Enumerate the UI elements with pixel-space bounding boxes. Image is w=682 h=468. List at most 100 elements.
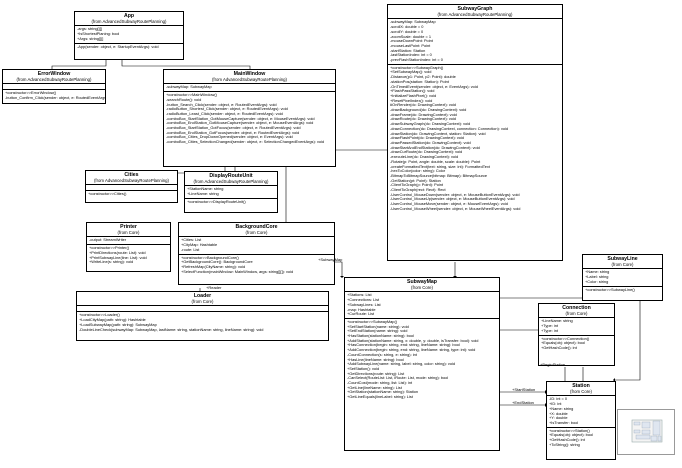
class-attribute: -scrollY: double = 0 xyxy=(390,28,424,34)
class-attribute: -output: StreamWriter xyxy=(89,237,127,243)
class-attribute: -subwayMap: SubwayMap xyxy=(390,19,436,25)
class-name: MainWindow xyxy=(233,71,266,77)
class-header: Cities(from AdvancedSubwayRoutePlanning) xyxy=(86,171,177,186)
class-attribute: -lastStationIndex: int = 0 xyxy=(390,52,432,58)
class-attributes-section: -args: string[][]+IsShortestPlaning: boo… xyxy=(75,26,183,44)
class-namespace: (from AdvancedSubwayRoutePlanning) xyxy=(193,179,269,185)
class-attributes-section: +Cities: List+CityMap: Hashtable-route: … xyxy=(179,237,334,255)
class-operation: -OnTimedEvent(sender: object, e: EventAr… xyxy=(390,83,478,89)
class-operation: -GetStation(pt: Point): Station xyxy=(390,177,441,183)
class-operation: +SetSubwayMap(): void xyxy=(390,69,432,75)
class-attribute: +StationName: string xyxy=(187,186,224,192)
class-operation: -createFormattedText(text: string, size:… xyxy=(390,163,490,169)
class-operation: -comboBox_EndStation_GotFocus(sender: ob… xyxy=(166,129,300,135)
class-operation: +RefreshMap(CityName: string): void xyxy=(181,263,246,269)
class-operation: +Equals(obj: object): bool xyxy=(541,340,586,346)
class-operation: +GetLineEquals(lineLabel: string): List xyxy=(347,394,413,400)
class-operation: +InitializeFlashPixel(): void xyxy=(390,92,437,98)
class-namespace: (from AdvancedSubwayRoutePlanning) xyxy=(93,178,169,184)
class-attribute: -map: Hashtable xyxy=(347,306,376,312)
class-name: SubwayLine xyxy=(607,256,638,262)
edge-label-start-station: +StartStation xyxy=(512,387,536,392)
class-operation: -UserControl_MouseUp(sender: object, e: … xyxy=(390,196,515,202)
class-operation: -drawRoute(dc: DrawingContext): void xyxy=(390,116,456,122)
edge-label-end-station: +EndStation xyxy=(512,400,534,405)
class-operation: +constructor>>BackgroundCore() xyxy=(181,254,239,260)
class-operations-section: +constructor>>MainWindow()-searchRoute()… xyxy=(164,92,335,146)
class-name: SubwayMap xyxy=(407,279,437,285)
class-operation: +constructor>>DisplayRouteUnit() xyxy=(187,198,246,204)
class-operation: -stationPos(station: Station): Point xyxy=(390,78,449,84)
class-header: DisplayRouteUnit(from AdvancedSubwayRout… xyxy=(185,172,277,187)
class-cities: Cities(from AdvancedSubwayRoutePlanning)… xyxy=(85,170,178,203)
class-operation: +GetHashCode(): int xyxy=(549,437,585,443)
class-operation: +constructor>>Loader() xyxy=(79,312,120,318)
class-subway-graph: SubwayGraph(from AdvancedSubwayRoutePlan… xyxy=(387,4,563,261)
class-operation: -CanSelect(RouteList: List, iRoute: List… xyxy=(347,375,449,381)
class-operation: -drawBackground(dc: DrawingContext): voi… xyxy=(390,107,467,113)
edge-label-begin-station: +BeginStation xyxy=(540,362,566,367)
class-name: ErrorWindow xyxy=(37,71,71,77)
class-header: BackgroundCore(from Core) xyxy=(179,223,334,238)
class-attributes-section xyxy=(86,185,177,192)
class-header: SubwayMap(from Core) xyxy=(345,278,499,293)
class-attribute: +Y: double xyxy=(549,415,568,421)
class-operations-section: +constructor>>SubwayMap()+SetStartStatio… xyxy=(345,319,499,401)
class-operation: -BitmapToBitmapSource(bitmap: Bitmap): B… xyxy=(390,172,488,178)
class-attribute: +LineName: string xyxy=(541,318,573,324)
class-namespace: (from Core) xyxy=(565,311,588,317)
class-attribute: +IsShortestPlaning: bool xyxy=(77,31,120,37)
class-name: Cities xyxy=(124,172,139,178)
class-attribute: +CityMap: Hashtable xyxy=(181,242,218,248)
class-operation: +constructor>>Connection() xyxy=(541,335,590,341)
class-connection: Connection(from Core)+LineName: string+T… xyxy=(538,303,615,366)
class-operation: +HasConnection(begin: string, end: strin… xyxy=(347,342,460,348)
class-loader: Loader(from Core) +constructor>>Loader() +… xyxy=(76,291,329,341)
class-operation: +SetStartStation(name: string): void xyxy=(347,323,409,329)
class-attribute: -args: string[][] xyxy=(77,26,102,32)
class-operations-section: +constructor>>Station()+Equals(obj: obje… xyxy=(547,428,615,449)
class-operation: -drawStartAndEndStation(dc: DrawingConte… xyxy=(390,144,480,150)
class-operation: -button_Search_Click(sender: object, e: … xyxy=(166,101,277,107)
class-operation: +GetDirections(route: string): List xyxy=(347,370,405,376)
class-header: SubwayLine(from Core) xyxy=(583,255,662,270)
class-operation: +constructor>>SubwayGraph() xyxy=(390,64,444,70)
class-attributes-section: -ID: int = 0+ID: int+Name: string+X: dou… xyxy=(547,396,615,428)
class-operation: -executeLine(dc: DrawingContext): void xyxy=(390,154,459,160)
class-name: Connection xyxy=(562,305,591,311)
class-operation: -CountConnection(s: string, e: string): … xyxy=(347,351,417,357)
class-printer: Printer(from Core)-output: StreamWriter+… xyxy=(86,222,171,272)
class-operation: +constructor>>Cities() xyxy=(88,191,127,197)
class-header: Loader(from Core) xyxy=(77,292,328,307)
class-attribute: +Cities: List xyxy=(181,237,202,243)
class-operation: -comboBox_StartStation_GotFocus(sender: … xyxy=(166,125,301,131)
class-namespace: (from Core) xyxy=(117,230,140,236)
class-app: App(from AdvancedSubwayRoutePlanning)-ar… xyxy=(74,11,184,60)
class-operation: -radioButton_Least_Click(sender: object,… xyxy=(166,110,283,116)
class-operation: +SelectFunction(mainWindow: MainWindow, … xyxy=(181,268,294,274)
class-operation: -Distance(p1: Point, p2: Point): double xyxy=(390,74,456,80)
class-operation: -UserControl_MouseWheel(sender: object, … xyxy=(390,205,521,211)
class-attribute: +ID: int xyxy=(549,401,562,407)
class-operation: -comboBox_StartStation_GotMouseCapture(s… xyxy=(166,115,315,121)
class-name: SubwayGraph xyxy=(457,6,493,12)
class-attribute: +Name: string xyxy=(585,269,610,275)
class-operation: -drawFrame(dc: DrawingContext): void xyxy=(390,111,457,117)
diagram-overview-thumbnail[interactable] xyxy=(617,409,675,455)
class-operation: +ToString(): string xyxy=(549,441,580,447)
class-operation: -radioButton_Shortest_Click(sender: obje… xyxy=(166,106,288,112)
class-namespace: (from Core) xyxy=(411,285,433,291)
class-operation: +PrintDirections(route: List): void xyxy=(89,249,146,255)
class-operation: +LoadSubwayMap(path: string): SubwayMap xyxy=(79,321,157,327)
edge-label-subway-map: +SubwayMap xyxy=(318,257,343,262)
class-header: Connection(from Core) xyxy=(539,304,614,319)
class-operation: +constructor>>SubwayLine() xyxy=(585,286,635,292)
edge-label-reader: +Reader xyxy=(206,285,222,290)
class-attribute: -zoomScale: double = 1 xyxy=(390,33,431,39)
class-background-core: BackgroundCore(from Core)+Cities: List+C… xyxy=(178,222,335,285)
class-operation: -CountCost(mode: string, list: List): in… xyxy=(347,380,413,386)
class-operation: -drawPassedStation(dc: DrawingContext): … xyxy=(390,139,471,145)
class-operations-section: +constructor>>Cities() xyxy=(86,191,177,198)
class-operation: -drawStation(dc: DrawingContext, station… xyxy=(390,130,486,136)
class-operation: +AddSubwayLine(name: string, label: stri… xyxy=(347,361,456,367)
